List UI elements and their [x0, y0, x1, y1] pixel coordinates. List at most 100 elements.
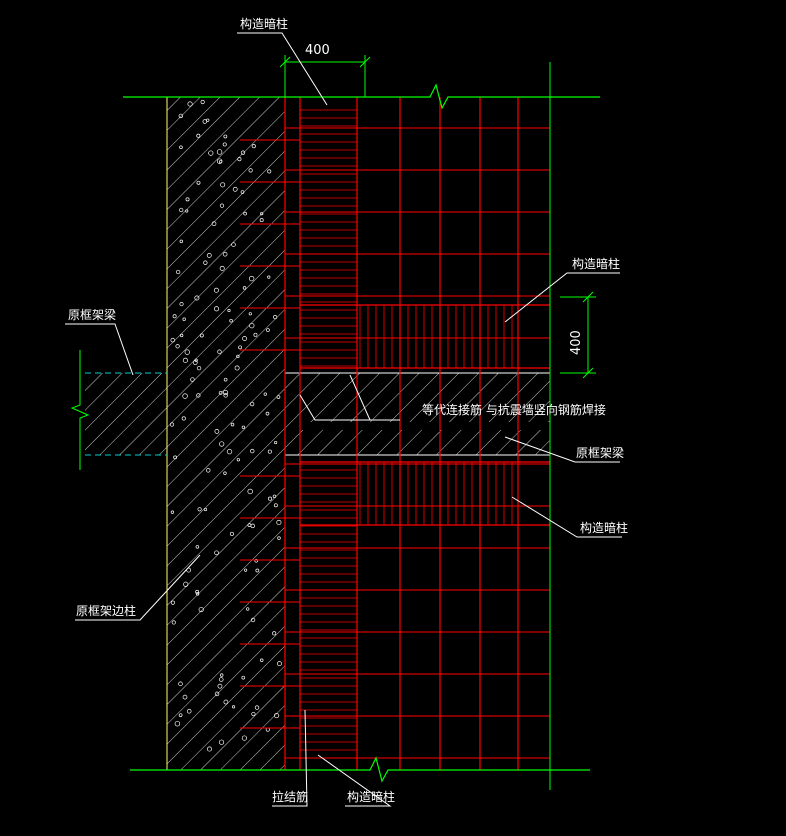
aggregate-dot [170, 600, 176, 605]
aggregate-dot [265, 411, 270, 416]
aggregate-dot [260, 212, 264, 216]
aggregate-dot [255, 568, 260, 573]
right-dimension-text: 400 [569, 330, 584, 355]
aggregate-dot [180, 333, 184, 338]
aggregate-dot [203, 507, 208, 512]
aggregate-dot [211, 221, 217, 227]
aggregate-dot [175, 269, 181, 275]
aggregate-dot [219, 203, 225, 208]
aggregate-dot [247, 488, 253, 495]
aggregate-dot [274, 440, 278, 445]
aggregate-dot [229, 531, 234, 536]
aggregate-dot [217, 683, 223, 689]
aggregate-dot [171, 620, 176, 625]
label-ykjl-left: 原框架梁 [68, 307, 116, 322]
aggregate-dot [237, 157, 242, 162]
aggregate-dot [231, 242, 236, 247]
label-ykjl-right: 原框架梁 [576, 445, 624, 460]
aggregate-dot [206, 252, 212, 258]
annotations: 构造暗柱 构造暗柱 原框架梁 等代连接筋 与抗震墙竖向钢筋焊接 原框架梁 构造暗… [68, 16, 628, 804]
aggregate-dot [214, 691, 220, 697]
label-ljj: 拉结筋 [272, 789, 308, 804]
aggregate-dot [199, 333, 204, 338]
aggregate-dot [179, 302, 184, 307]
aggregate-dot [229, 318, 233, 323]
aggregate-dot [274, 712, 280, 719]
label-weld-note: 等代连接筋 与抗震墙竖向钢筋焊接 [422, 402, 606, 417]
top-dimension: 400 [279, 43, 371, 97]
aggregate-dot [226, 448, 233, 455]
aggregate-dot [170, 510, 175, 514]
aggregate-dot [259, 658, 264, 662]
aggregate-dot [173, 455, 178, 460]
aggregate-dot [202, 119, 208, 124]
aggregate-dot [241, 425, 246, 429]
aggregate-dot [172, 314, 177, 319]
aggregate-dot [234, 365, 240, 371]
label-gzaz-top: 构造暗柱 [240, 16, 288, 31]
aggregate-dot [219, 441, 225, 447]
aggregate-dot [238, 345, 243, 350]
aggregate-dot [273, 503, 278, 508]
aggregate-dot [206, 118, 210, 122]
aggregate-dot [185, 209, 189, 213]
aggregate-dot [241, 735, 248, 741]
aggregate-dot [223, 393, 228, 398]
top-dimension-text: 400 [305, 43, 330, 58]
aggregate-dot [181, 416, 186, 421]
aggregate-dot [267, 169, 272, 174]
aggregate-dot [178, 113, 184, 119]
aggregate-dot [232, 705, 236, 709]
aggregate-dot [263, 392, 267, 396]
aggregate-dot [247, 523, 252, 528]
rebar-grid [240, 97, 550, 770]
aggregate-dot [186, 708, 192, 714]
aggregate-dot [178, 681, 183, 687]
aggregate-dot [179, 239, 184, 244]
aggregate-dot [182, 357, 188, 363]
right-beam [285, 372, 550, 456]
aggregate-dot [222, 251, 228, 257]
aggregate-dot [183, 581, 189, 587]
aggregate-dot [195, 592, 200, 596]
aggregate-dot [277, 536, 281, 540]
aggregate-dot [220, 673, 224, 677]
aggregate-dot [184, 349, 190, 355]
label-gzaz-right-upper: 构造暗柱 [572, 256, 620, 271]
aggregate-dot [267, 275, 271, 279]
aggregate-dot [185, 197, 190, 202]
aggregate-dot [196, 133, 201, 138]
aggregate-dot [196, 365, 202, 371]
aggregate-dot [200, 99, 205, 105]
aggregate-dot [218, 739, 225, 745]
aggregate-dot [206, 468, 211, 473]
aggregate-dot [174, 720, 181, 727]
aggregate-dot [195, 545, 200, 549]
boundary-lines [123, 62, 600, 790]
aggregate-dot [219, 677, 224, 682]
aggregate-dot [213, 287, 219, 293]
aggregate-dot [194, 295, 200, 301]
aggregate-dot [187, 101, 193, 107]
aggregate-dot [268, 496, 273, 501]
aggregate-dot [232, 186, 238, 192]
left-beam-stub [70, 350, 167, 470]
aggregate-dot [217, 349, 222, 354]
aggregate-dot [169, 422, 175, 427]
aggregate-dot [206, 746, 212, 752]
aggregate-dot [243, 211, 247, 216]
aggregate-dot [197, 507, 202, 512]
aggregate-dot [251, 711, 256, 717]
aggregate-dot [259, 218, 264, 223]
aggregate-dot [223, 699, 229, 705]
aggregate-dot [253, 332, 258, 337]
aggregate-dot [242, 336, 248, 341]
aggregate-dot [214, 429, 220, 434]
leader-lines [65, 32, 622, 807]
aggregate-dot [220, 182, 226, 188]
aggregate-dot [179, 145, 183, 150]
aggregate-dot [249, 322, 255, 329]
aggregate-dot [195, 589, 200, 594]
aggregate-dot [236, 354, 240, 359]
